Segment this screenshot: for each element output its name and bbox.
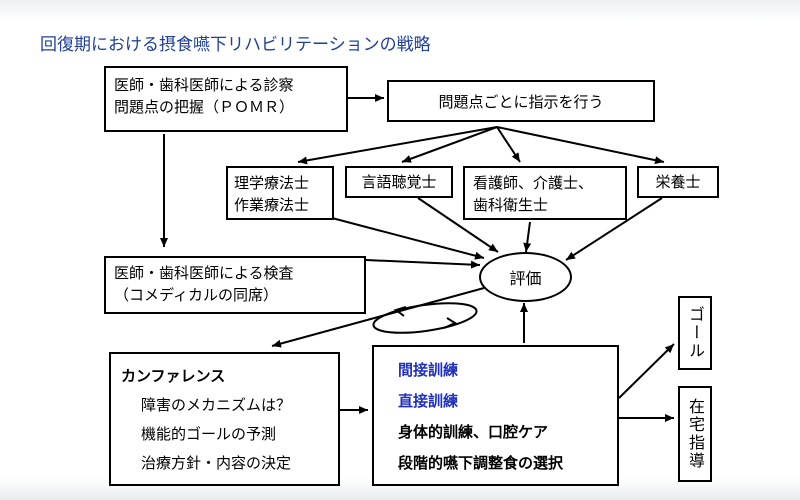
- diagnosis-line-2: 問題点の把握（ＰＯＭＲ）: [114, 98, 295, 116]
- diagnosis-box: 医師・歯科医師による診察 問題点の把握（ＰＯＭＲ）: [104, 66, 348, 132]
- evaluation-node: 評価: [479, 252, 572, 302]
- nurse-line-2: 歯科衛生士: [473, 196, 549, 214]
- home-guidance-box: 在宅指導: [678, 386, 712, 482]
- conference-heading: カンファレンス: [121, 367, 226, 385]
- arrow-instruction-to-nurse: [496, 126, 521, 163]
- goal-box: ゴール: [678, 296, 712, 370]
- pt-ot-box: 理学療法士 作業療法士: [226, 166, 334, 220]
- conference-item-1: 障害のメカニズムは？: [141, 396, 292, 414]
- arrow-nurse-to-evaluation: [523, 221, 532, 253]
- exam-box: 医師・歯科医師による検査 （コメディカルの同席）: [104, 256, 366, 314]
- diet-selection-label: 段階的嚥下調整食の選択: [398, 454, 564, 472]
- conference-item-3: 治療方針・内容の決定: [141, 454, 292, 472]
- arrow-evaluation-to-conference: [271, 287, 485, 348]
- arrow-instruction-to-pt-ot: [297, 126, 498, 165]
- cycle-arrowhead-top: [393, 306, 407, 317]
- instruction-box: 問題点ごとに指示を行う: [387, 80, 655, 122]
- cycle-ellipse: [372, 302, 478, 334]
- indirect-training-label: 間接訓練: [398, 361, 459, 379]
- arrow-instruction-to-nutrition: [496, 126, 665, 165]
- cycle-arrowhead-bottom: [443, 317, 458, 329]
- arrow-training-to-goal: [618, 343, 675, 399]
- pt-ot-line-2: 作業療法士: [234, 196, 310, 214]
- st-label: 言語聴覚士: [361, 173, 437, 191]
- arrow-nutrition-to-evaluation: [565, 197, 663, 261]
- nurse-line-1: 看護師、介護士、: [473, 174, 594, 192]
- evaluation-label: 評価: [509, 269, 542, 288]
- exam-line-1: 医師・歯科医師による検査: [114, 264, 294, 282]
- arrow-exam-to-evaluation: [365, 259, 481, 269]
- instruction-label: 問題点ごとに指示を行う: [438, 93, 604, 111]
- home-guidance-label: 在宅指導: [686, 398, 705, 470]
- st-box: 言語聴覚士: [345, 166, 453, 198]
- arrow-st-to-evaluation: [417, 197, 499, 253]
- page-title: 回復期における摂食嚥下リハビリテーションの戦略: [40, 35, 431, 55]
- exam-line-2: （コメディカルの同席）: [114, 286, 278, 304]
- nutrition-label: 栄養士: [655, 173, 701, 191]
- conference-box: カンファレンス 障害のメカニズムは？ 機能的ゴールの予測 治療方針・内容の決定: [109, 352, 340, 486]
- arrow-instruction-to-st: [401, 126, 498, 163]
- goal-label: ゴール: [686, 306, 705, 360]
- training-box: 間接訓練 直接訓練 身体的訓練、口腔ケア 段階的嚥下調整食の選択: [372, 345, 619, 486]
- direct-training-label: 直接訓練: [398, 392, 459, 410]
- diagnosis-line-1: 医師・歯科医師による診察: [114, 76, 294, 94]
- pt-ot-line-1: 理学療法士: [234, 174, 310, 192]
- nutrition-box: 栄養士: [637, 166, 719, 198]
- conference-item-2: 機能的ゴールの予測: [141, 425, 277, 443]
- arrow-pt-ot-to-evaluation: [331, 217, 485, 260]
- nurse-box: 看護師、介護士、 歯科衛生士: [463, 166, 627, 220]
- physical-training-label: 身体的訓練、口腔ケア: [398, 423, 549, 441]
